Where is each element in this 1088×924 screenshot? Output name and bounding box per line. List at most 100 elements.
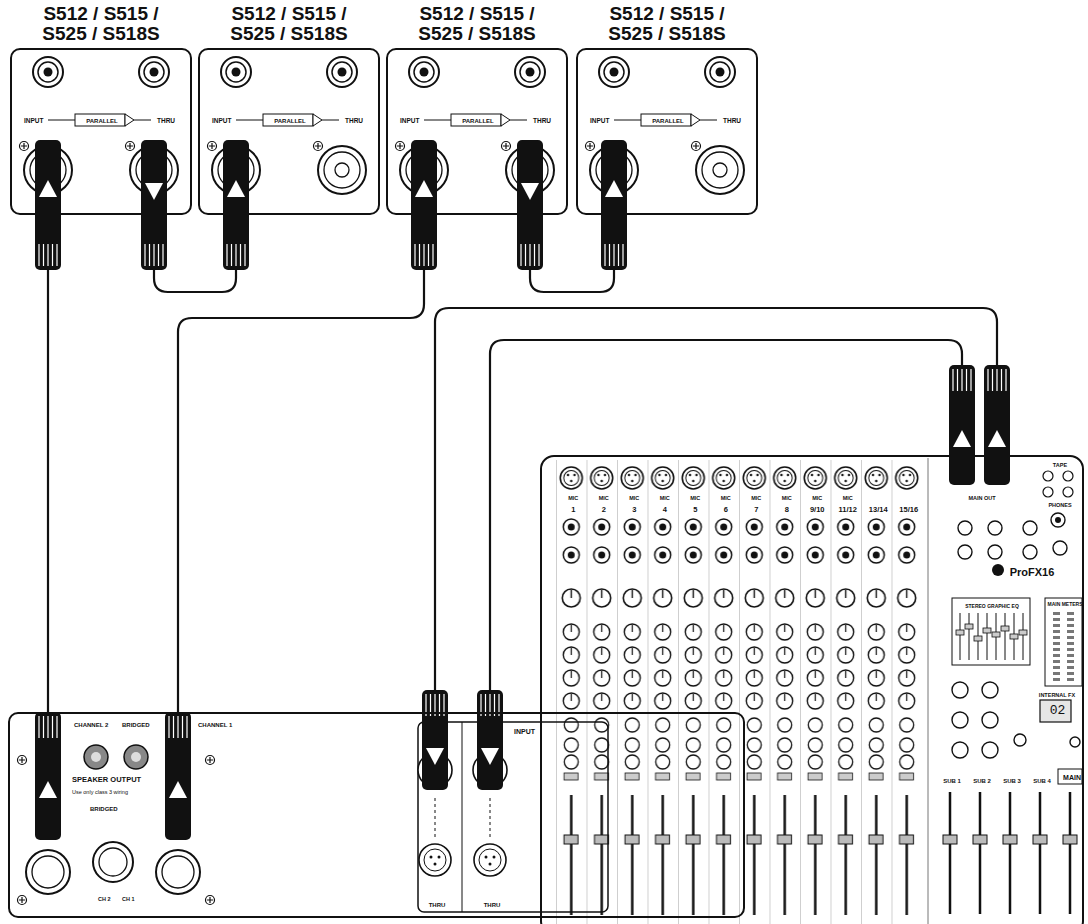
speaker-panel: S512 / S515 / S525 / S518SINPUTPARALLELT… xyxy=(10,48,192,215)
illustration-part xyxy=(489,863,492,866)
illustration-part xyxy=(1067,618,1074,621)
illustration-part xyxy=(1053,624,1060,627)
plug-grip xyxy=(226,244,227,266)
plug-body xyxy=(984,365,1010,485)
panel-label: MIC xyxy=(629,495,639,501)
mode-label: PARALLEL xyxy=(274,118,306,125)
panel-label: 13/14 xyxy=(869,506,888,515)
illustration-part xyxy=(1005,613,1006,660)
illustration-part xyxy=(424,849,446,871)
illustration-part xyxy=(438,856,441,859)
plug-grip xyxy=(182,716,183,738)
illustration-part xyxy=(1053,630,1060,633)
arrow-head xyxy=(415,180,433,197)
illustration-part xyxy=(131,752,141,762)
plug-grip xyxy=(952,369,953,391)
illustration-part xyxy=(1053,612,1074,681)
speaker-cable xyxy=(35,140,61,840)
plug-grip xyxy=(173,716,174,738)
arrow-head xyxy=(605,180,623,197)
cable-line xyxy=(47,215,49,712)
plug-grip xyxy=(966,369,967,391)
illustration-part xyxy=(965,624,973,629)
panel-label: CH 1 xyxy=(122,896,135,902)
arrow-head xyxy=(169,781,187,798)
illustration-part xyxy=(1040,700,1071,722)
arrow-head xyxy=(39,180,57,197)
panel-label: BRIDGED xyxy=(122,722,150,729)
illustration-part xyxy=(419,844,451,876)
illustration-part xyxy=(982,742,998,758)
plug-grip xyxy=(158,244,159,266)
plug-grip xyxy=(177,716,178,738)
plug-grip xyxy=(525,244,526,266)
illustration-part xyxy=(969,613,970,660)
plug-grip xyxy=(168,716,169,738)
panel-label: 8 xyxy=(785,506,789,515)
illustration-part xyxy=(1023,545,1037,559)
port-label: INPUT xyxy=(590,117,610,124)
illustration-part xyxy=(956,624,1027,641)
illustration-part xyxy=(26,850,70,894)
panel-label: INTERNAL FX xyxy=(1039,692,1075,698)
port-label: THRU xyxy=(723,117,741,124)
illustration-part xyxy=(32,856,64,888)
panel-label: 2 xyxy=(602,506,606,515)
illustration-part xyxy=(973,835,987,844)
plug-grip xyxy=(961,369,962,391)
illustration-part xyxy=(19,897,25,903)
plug-body xyxy=(422,690,448,790)
panel-label: Use only class 3 wiring xyxy=(72,789,128,795)
arrow-head xyxy=(481,748,499,765)
illustration-part xyxy=(1067,624,1074,627)
illustration-part xyxy=(1053,648,1060,651)
illustration-part xyxy=(485,856,488,859)
plug-grip xyxy=(538,244,539,266)
illustration-part xyxy=(960,613,1023,660)
panel-label: CH 2 xyxy=(98,896,111,902)
illustration-part xyxy=(949,792,952,914)
plug-grip xyxy=(423,244,424,266)
illustration-part xyxy=(1023,613,1024,660)
illustration-part xyxy=(99,848,127,876)
model-heading: S512 / S515 / S525 / S518S xyxy=(10,4,192,44)
illustration-part xyxy=(1053,654,1060,657)
plug-body xyxy=(223,140,249,270)
illustration-part xyxy=(1003,835,1017,844)
panel-label: MIC xyxy=(721,495,731,501)
panel-label: MIC xyxy=(660,495,670,501)
illustration-part xyxy=(1014,734,1026,746)
panel-label: ProFX16 xyxy=(1010,566,1055,579)
model-heading: S512 / S515 / S525 / S518S xyxy=(576,4,758,44)
illustration-part xyxy=(1067,660,1074,663)
illustration-part xyxy=(1009,792,1012,914)
illustration-part xyxy=(956,630,964,635)
arrow-head xyxy=(227,180,245,197)
illustration-part xyxy=(988,545,1002,559)
port-label: INPUT xyxy=(24,117,44,124)
panel-label: MIC xyxy=(782,495,792,501)
illustration-part xyxy=(1053,666,1060,669)
illustration-part xyxy=(992,564,1004,576)
panel-label: MIC xyxy=(843,495,853,501)
plug-grip xyxy=(56,244,57,266)
illustration-part xyxy=(1058,769,1082,784)
panel-label: MAIN OUT xyxy=(968,495,995,501)
illustration-part xyxy=(1067,636,1074,639)
illustration-part xyxy=(1063,835,1077,844)
plug-grip xyxy=(43,716,44,738)
illustration-part xyxy=(1069,792,1072,914)
plug-grip xyxy=(529,244,530,266)
plug-grip xyxy=(52,244,53,266)
plug-grip xyxy=(149,244,150,266)
plug-grip xyxy=(231,244,232,266)
illustration-part xyxy=(958,545,972,559)
plug-grip xyxy=(1001,369,1002,391)
illustration-part xyxy=(18,896,27,905)
plug-grip xyxy=(996,369,997,391)
plug-grip xyxy=(520,244,521,266)
panel-label: CHANNEL 1 xyxy=(198,722,232,729)
illustration-part xyxy=(1023,521,1037,535)
plug-grip xyxy=(618,244,619,266)
plug-grip xyxy=(987,369,988,391)
